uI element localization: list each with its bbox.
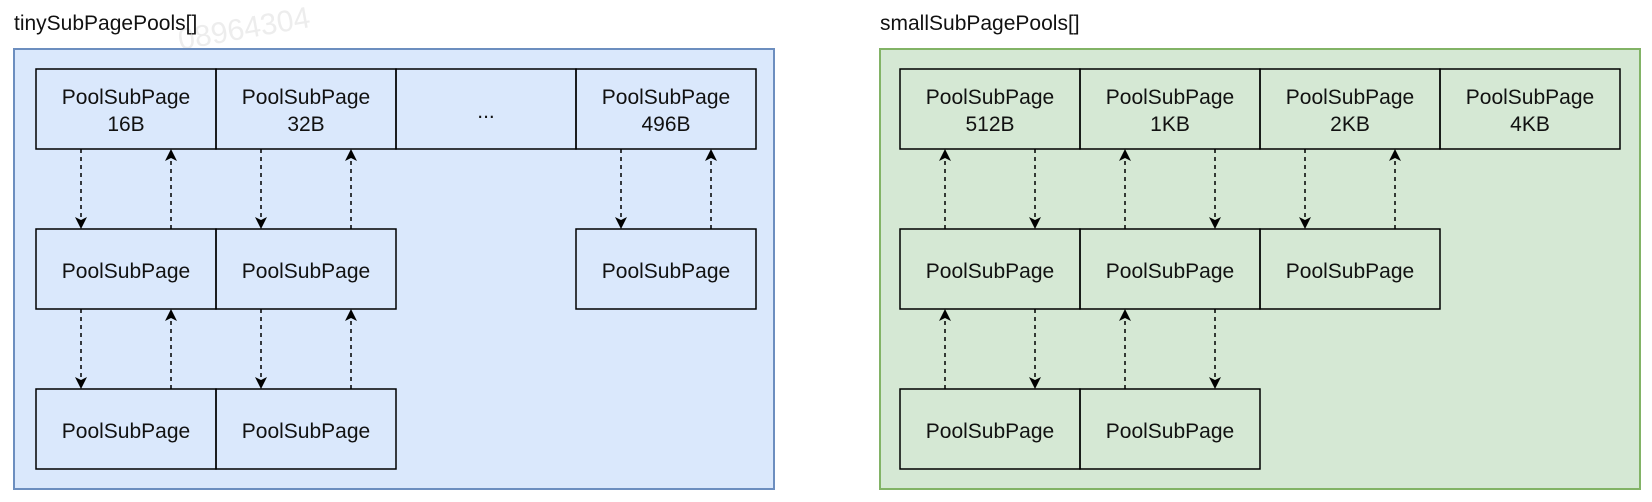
small-header-label: PoolSubPage <box>1106 86 1234 109</box>
small-bottom-row: PoolSubPage PoolSubPage <box>899 388 1261 470</box>
tiny-node-label: PoolSubPage <box>62 420 190 443</box>
small-header-size: 4KB <box>1510 113 1550 136</box>
tiny-node-label: PoolSubPage <box>242 420 370 443</box>
small-header-size: 1KB <box>1150 113 1190 136</box>
tiny-header-label: PoolSubPage <box>602 86 730 109</box>
small-node-label: PoolSubPage <box>1286 260 1414 283</box>
small-pools-title: smallSubPagePools[] <box>880 12 1080 35</box>
small-header-label: PoolSubPage <box>1466 86 1594 109</box>
small-header-size: 512B <box>965 113 1014 136</box>
tiny-pools-title: tinySubPagePools[] <box>14 12 197 35</box>
tiny-node-label: PoolSubPage <box>242 260 370 283</box>
small-header-label: PoolSubPage <box>926 86 1054 109</box>
small-node-label: PoolSubPage <box>1106 420 1234 443</box>
small-middle-row: PoolSubPage PoolSubPage PoolSubPage <box>899 228 1441 310</box>
tiny-arrows <box>75 149 717 389</box>
tiny-header-size: 496B <box>641 113 690 136</box>
tiny-header-label: PoolSubPage <box>62 86 190 109</box>
small-header-size: 2KB <box>1330 113 1370 136</box>
small-node-label: PoolSubPage <box>926 420 1054 443</box>
tiny-header-size: 32B <box>287 113 324 136</box>
tiny-node-label: PoolSubPage <box>62 260 190 283</box>
small-node-label: PoolSubPage <box>926 260 1054 283</box>
tiny-header-size: 16B <box>107 113 144 136</box>
tiny-node <box>575 228 757 310</box>
tiny-header-row: PoolSubPage 16B PoolSubPage 32B ... Pool… <box>35 68 757 150</box>
tiny-header-label: PoolSubPage <box>242 86 370 109</box>
tiny-middle-row: PoolSubPage PoolSubPage PoolSubPage <box>35 228 757 310</box>
small-arrows <box>939 149 1401 389</box>
tiny-node-label: PoolSubPage <box>602 260 730 283</box>
small-node-label: PoolSubPage <box>1106 260 1234 283</box>
tiny-node <box>215 388 397 470</box>
tiny-header-cell-496b <box>575 68 757 150</box>
tiny-bottom-row: PoolSubPage PoolSubPage <box>35 388 397 470</box>
tiny-pools-container <box>13 48 775 490</box>
small-node <box>1259 228 1441 310</box>
tiny-node <box>215 228 397 310</box>
small-header-label: PoolSubPage <box>1286 86 1414 109</box>
small-header-cell-4kb <box>1439 68 1621 150</box>
tiny-header-ellipsis: ... <box>477 100 495 123</box>
small-node <box>1079 388 1261 470</box>
small-header-row: PoolSubPage 512B PoolSubPage 1KB PoolSub… <box>899 68 1621 150</box>
